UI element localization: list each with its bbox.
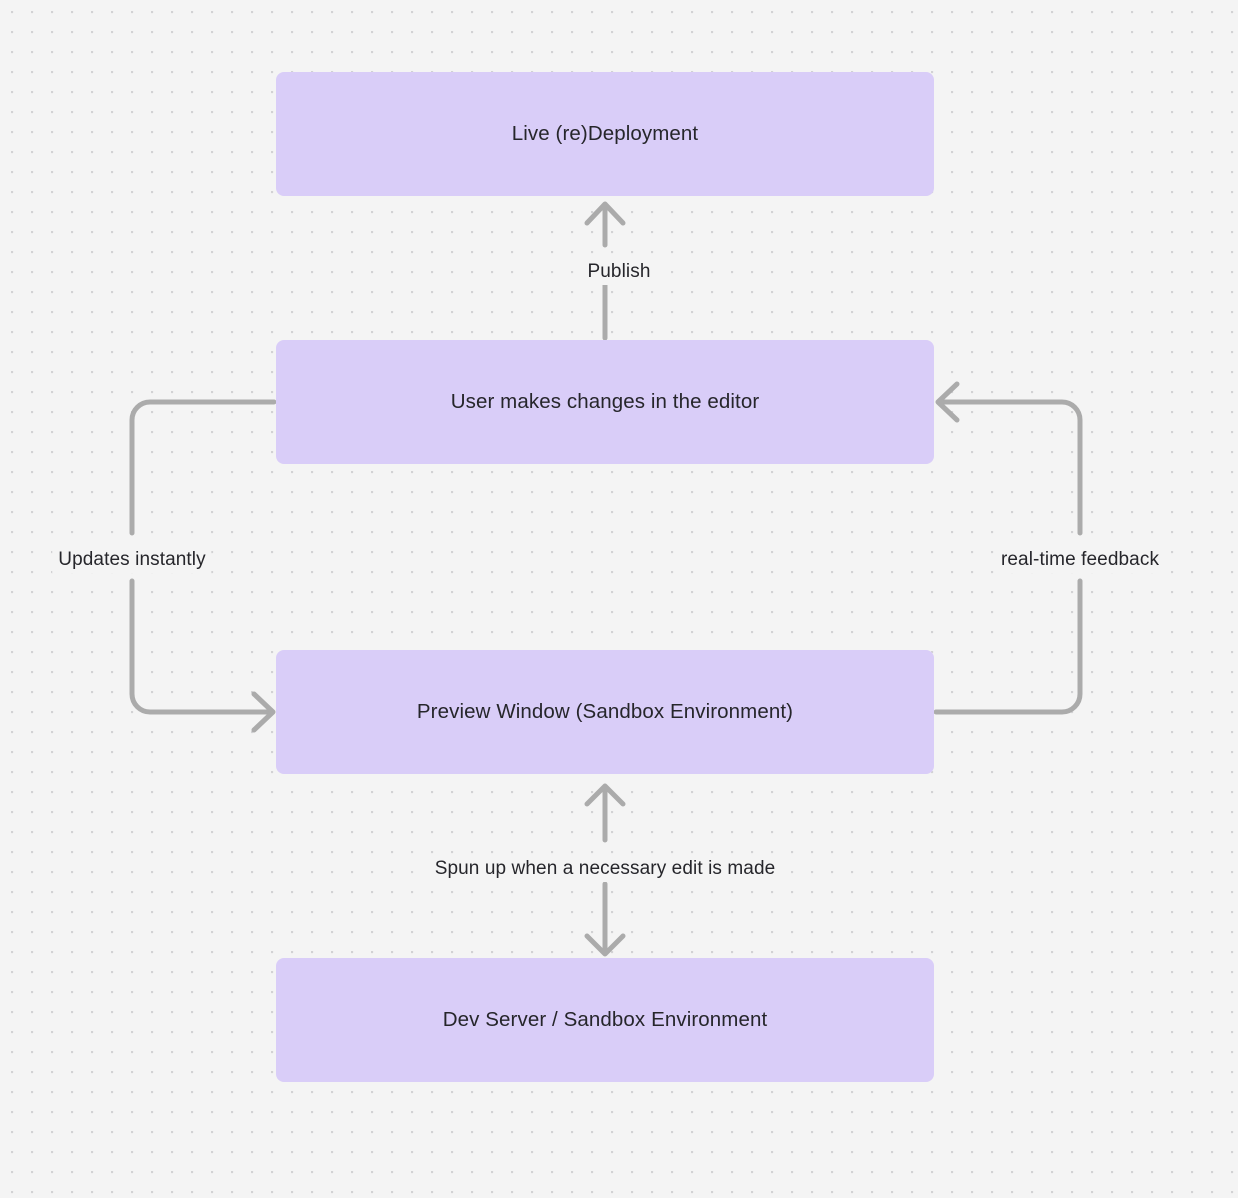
- node-dev-server-label: Dev Server / Sandbox Environment: [442, 1007, 768, 1031]
- node-preview-window[interactable]: Preview Window (Sandbox Environment): [276, 650, 934, 774]
- edge-label-realtime-feedback: real-time feedback: [994, 546, 1166, 573]
- edge-updates-instantly-line-lower: [129, 578, 275, 715]
- edge-updates-instantly-arrowhead-icon: [251, 691, 276, 733]
- edge-label-publish: Publish: [581, 258, 657, 285]
- edge-publish: [584, 201, 626, 341]
- node-user-edits[interactable]: User makes changes in the editor: [276, 340, 934, 464]
- edge-realtime-feedback: [933, 381, 1083, 715]
- edge-updates-instantly-line-upper: [129, 399, 277, 536]
- edge-label-updates-instantly: Updates instantly: [52, 546, 212, 573]
- edge-label-spun-up: Spun up when a necessary edit is made: [428, 855, 782, 882]
- edge-spun-up-arrowhead-up-icon: [584, 783, 626, 807]
- edge-realtime-feedback-arrowhead-icon: [935, 381, 960, 423]
- edge-spun-up-arrowhead-down-icon: [584, 933, 626, 957]
- edge-spun-up: [584, 783, 626, 957]
- node-live-deployment-label: Live (re)Deployment: [511, 121, 699, 145]
- node-preview-window-label: Preview Window (Sandbox Environment): [416, 699, 794, 723]
- edge-realtime-feedback-line-lower: [933, 578, 1083, 715]
- edge-publish-arrowhead-icon: [584, 201, 626, 226]
- edge-updates-instantly: [129, 399, 277, 733]
- node-dev-server[interactable]: Dev Server / Sandbox Environment: [276, 958, 934, 1082]
- node-user-edits-label: User makes changes in the editor: [450, 389, 760, 413]
- node-live-deployment[interactable]: Live (re)Deployment: [276, 72, 934, 196]
- edge-realtime-feedback-line-upper: [936, 399, 1083, 536]
